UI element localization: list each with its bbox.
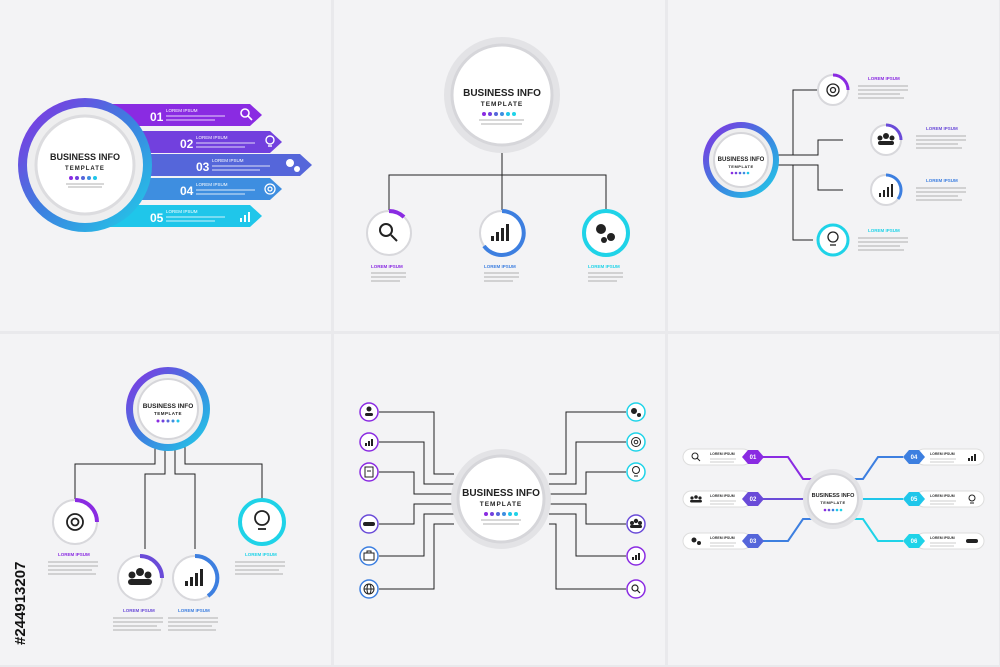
search-icon [691, 452, 701, 462]
briefcase-icon [363, 550, 375, 561]
center-title-line2: TEMPLATE [154, 411, 182, 416]
left-tabs [682, 448, 752, 550]
panel-circuit-twelve: BUSINESS INFO TEMPLATE [334, 334, 665, 665]
center-title-line1: BUSINESS INFO [50, 152, 120, 162]
team-icon [128, 568, 152, 585]
user-icon [365, 406, 373, 416]
lorem-2: LOREM IPSUM [123, 608, 155, 613]
panel-hexagon-six: 01 02 03 04 05 06 LOREM IPSUM LOREM IPSU… [668, 334, 999, 665]
lorem-4: LOREM IPSUM [868, 228, 900, 233]
num-02: 02 [750, 497, 757, 503]
target-icon [66, 513, 84, 531]
lorem-1: LOREM IPSUM [58, 552, 90, 557]
lorem-1: LOREM IPSUM [868, 76, 900, 81]
num-04: 04 [911, 455, 918, 461]
handshake-icon [363, 522, 375, 526]
center-title-line1: BUSINESS INFO [462, 488, 540, 499]
chart-icon [365, 439, 373, 446]
target-icon [631, 437, 641, 447]
lorem-02: LOREM IPSUM [196, 135, 228, 140]
globe-icon [363, 583, 375, 595]
num-06: 06 [911, 539, 918, 545]
lorem-2: LOREM IPSUM [710, 494, 735, 498]
search-icon [379, 223, 398, 242]
gears-icon [691, 537, 701, 545]
document-icon [364, 466, 374, 478]
num-05: 05 [911, 497, 918, 503]
bulb-icon [968, 494, 976, 504]
panel-arrows-infographic: 01 02 03 04 05 LOREM IPSUM LOREM IPSUM L… [0, 0, 331, 331]
bulb-icon [254, 510, 270, 530]
bulb-icon [632, 466, 640, 477]
gears-icon [596, 224, 615, 243]
dots-row [482, 112, 516, 116]
center-title-line1: BUSINESS INFO [812, 493, 856, 499]
panel-four-branches-down: BUSINESS INFO TEMPLATE LOREM IPSUM LOREM… [0, 334, 331, 665]
handshake-icon [966, 539, 978, 543]
bulb-icon [827, 231, 839, 246]
dots-row [69, 176, 97, 180]
center-title-line2: TEMPLATE [65, 166, 105, 172]
arrow-row-01 [110, 104, 262, 126]
center-title-line1: BUSINESS INFO [718, 157, 765, 163]
chart-icon [240, 212, 250, 222]
lorem-5: LOREM IPSUM [930, 494, 955, 498]
search-icon [631, 584, 641, 594]
team-icon [690, 495, 702, 503]
gears-icon [631, 408, 641, 417]
chart-icon [185, 569, 203, 586]
panel-four-branches-right: BUSINESS INFO TEMPLATE LOREM IPSUM LOREM… [668, 0, 999, 331]
arrow-row-05 [110, 205, 262, 227]
hexagons [742, 450, 925, 548]
target-icon [264, 183, 276, 195]
lorem-3: LOREM IPSUM [710, 536, 735, 540]
search-icon [240, 108, 253, 121]
gears-icon [286, 159, 300, 172]
chart-icon [491, 224, 509, 241]
panel-three-branches: BUSINESS INFO TEMPLATE LOREM IPSUM LOREM… [334, 0, 665, 331]
left-nodes [359, 402, 379, 599]
num-03: 03 [196, 160, 210, 174]
chart-icon [879, 184, 893, 197]
center-title-line2: TEMPLATE [820, 500, 845, 505]
team-icon [630, 518, 642, 528]
center-title-line2: TEMPLATE [480, 501, 523, 508]
stock-id-text: #244913207 [12, 562, 29, 645]
center-title-line2: TEMPLATE [481, 101, 524, 108]
right-tabs [915, 448, 985, 550]
lorem-01: LOREM IPSUM [166, 108, 198, 113]
chart-icon [632, 553, 640, 560]
lorem-6: LOREM IPSUM [930, 536, 955, 540]
target-icon [826, 83, 840, 97]
lorem-04: LOREM IPSUM [196, 182, 228, 187]
chart-icon [968, 454, 976, 461]
num-05: 05 [150, 211, 164, 225]
num-01: 01 [750, 455, 757, 461]
stock-id-label: #244913207 [12, 562, 29, 645]
lorem-3: LOREM IPSUM [926, 178, 958, 183]
lorem-right: LOREM IPSUM [588, 264, 620, 269]
center-title-line1: BUSINESS INFO [143, 403, 194, 410]
lorem-4: LOREM IPSUM [245, 552, 277, 557]
num-04: 04 [180, 184, 194, 198]
lorem-3: LOREM IPSUM [178, 608, 210, 613]
lorem-1: LOREM IPSUM [710, 452, 735, 456]
right-nodes [626, 402, 646, 599]
team-icon [877, 133, 895, 145]
lorem-mid: LOREM IPSUM [484, 264, 516, 269]
num-01: 01 [150, 110, 164, 124]
num-03: 03 [750, 539, 757, 545]
num-02: 02 [180, 137, 194, 151]
center-title-line2: TEMPLATE [728, 164, 753, 169]
lorem-03: LOREM IPSUM [212, 158, 244, 163]
arrow-row-03 [125, 154, 312, 176]
lorem-2: LOREM IPSUM [926, 126, 958, 131]
lorem-05: LOREM IPSUM [166, 209, 198, 214]
lorem-4: LOREM IPSUM [930, 452, 955, 456]
center-title-line1: BUSINESS INFO [463, 88, 541, 99]
lorem-left: LOREM IPSUM [371, 264, 403, 269]
bulb-icon [265, 135, 275, 147]
